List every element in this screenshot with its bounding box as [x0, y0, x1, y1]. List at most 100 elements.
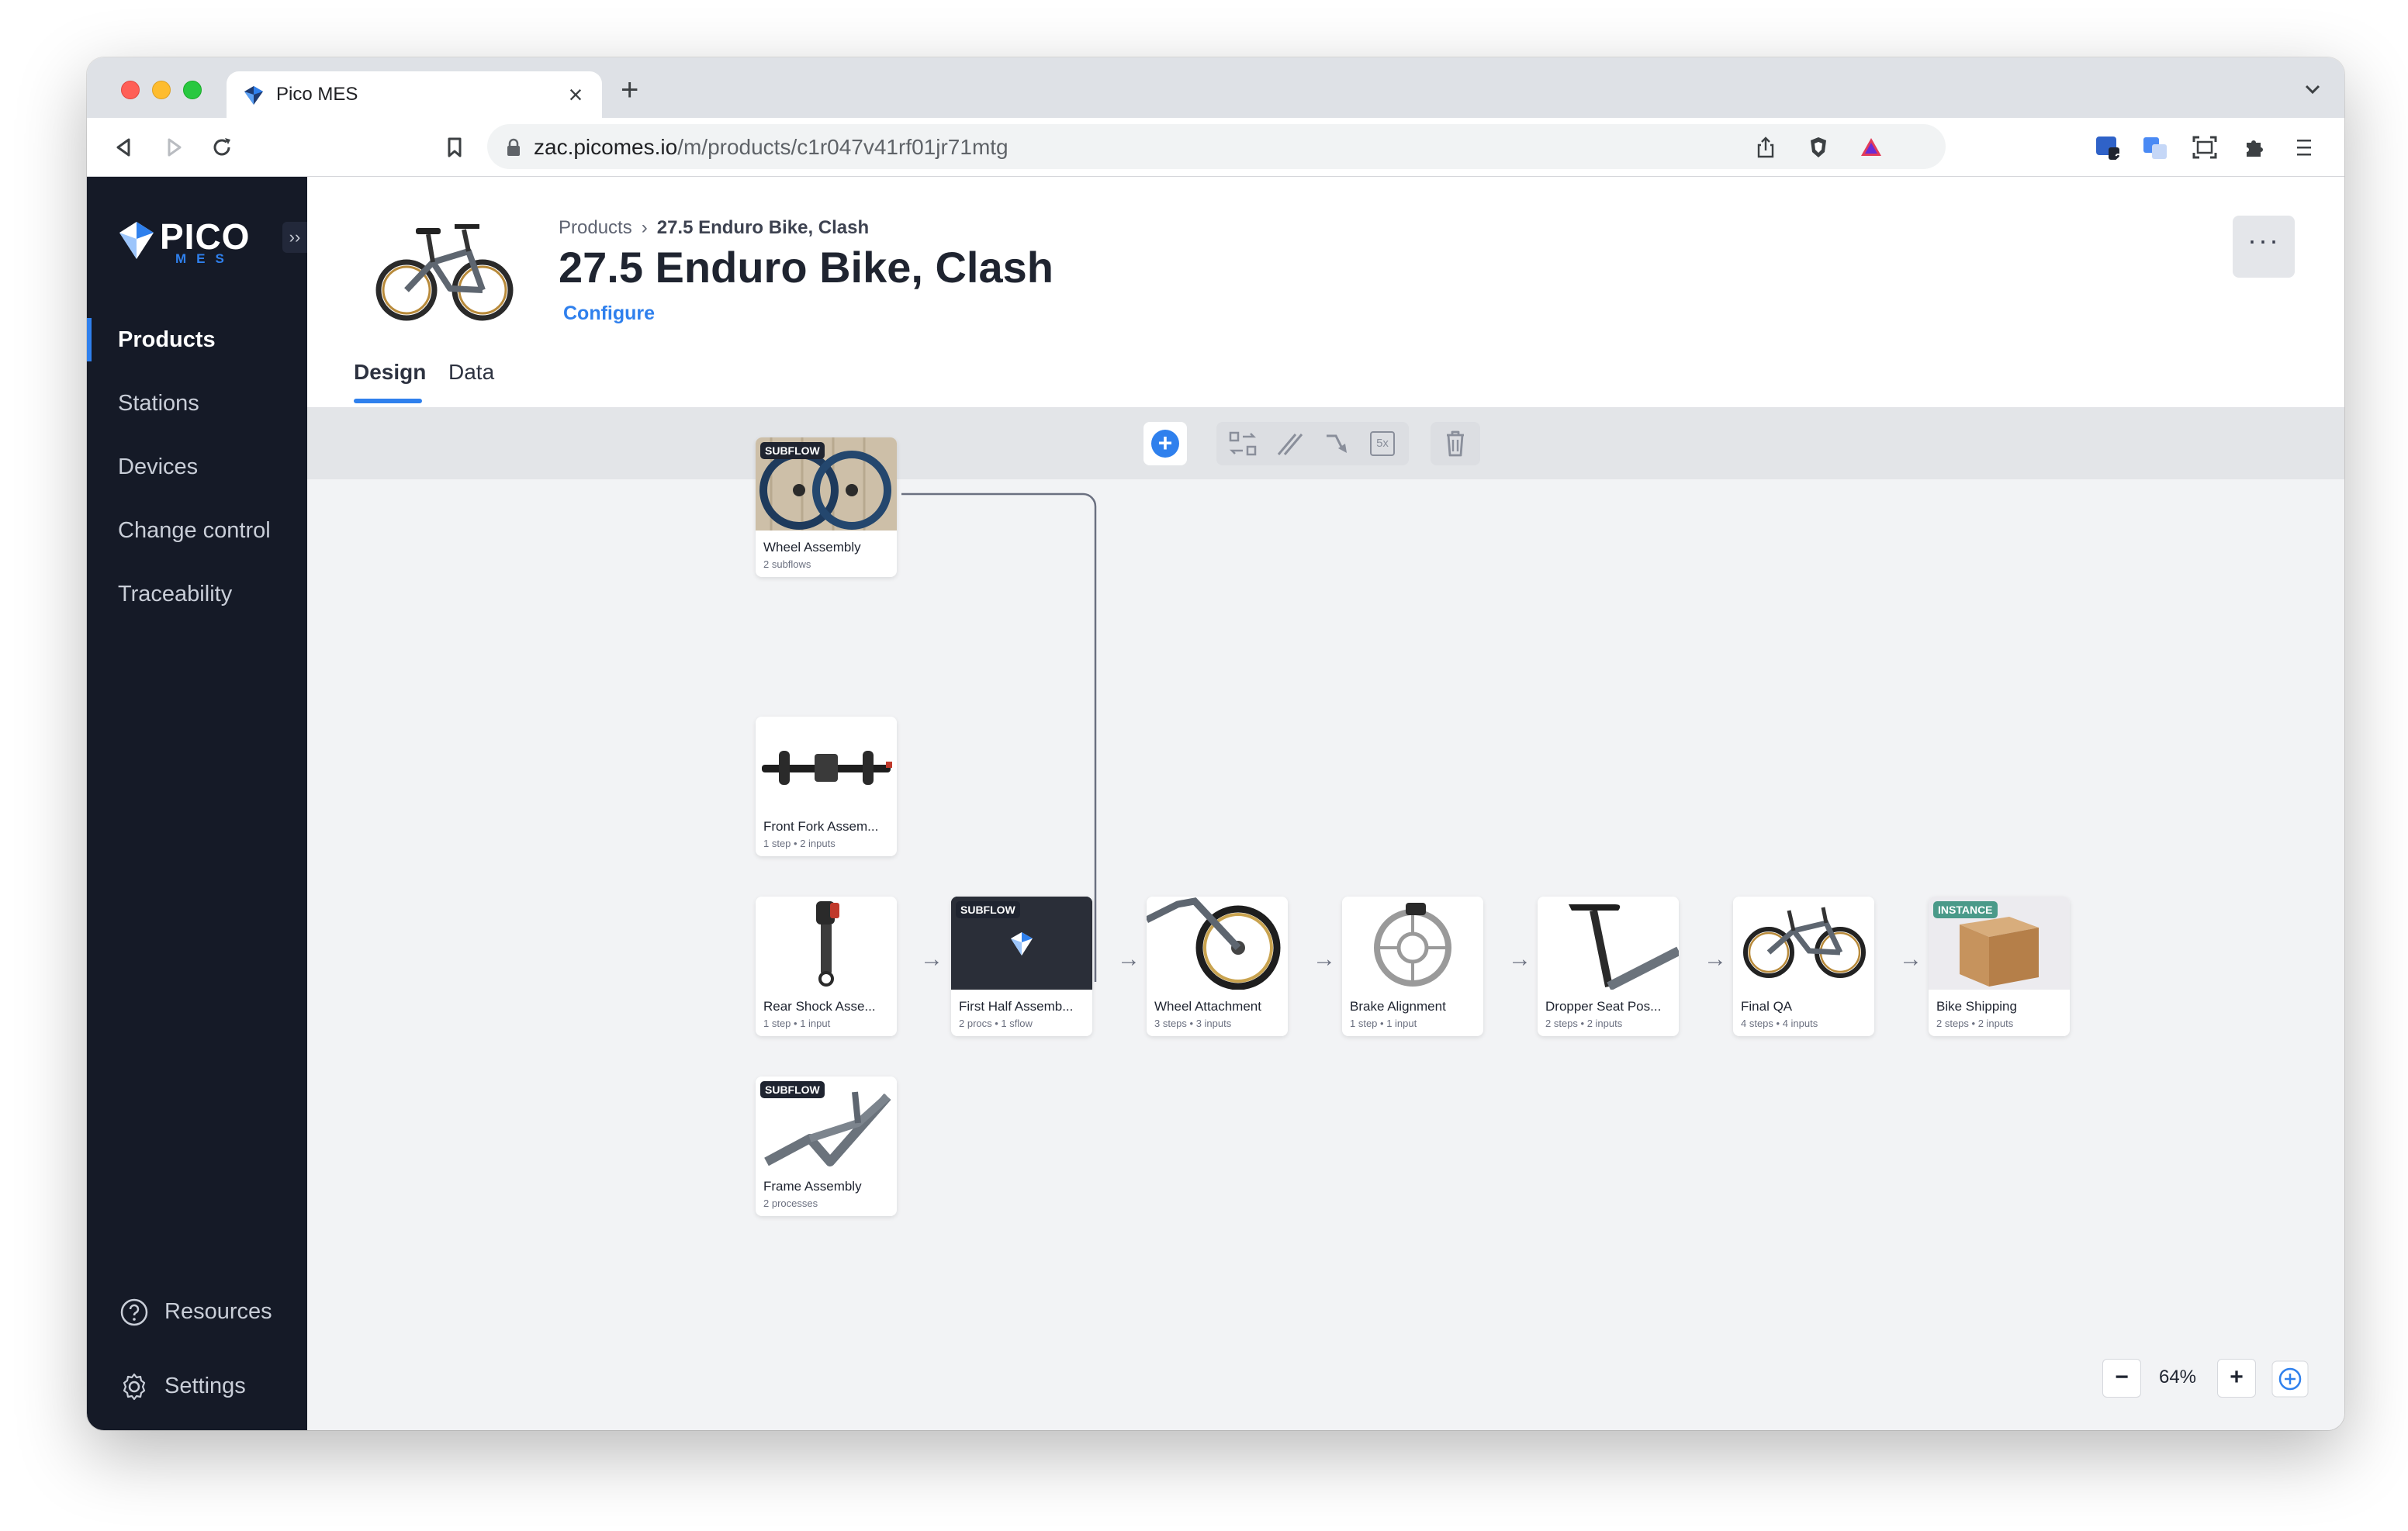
tab-design[interactable]: Design	[354, 360, 427, 384]
fit-view-icon[interactable]	[2271, 1360, 2309, 1398]
screenshot-icon[interactable]	[2191, 133, 2219, 161]
node-image	[1929, 897, 2070, 990]
tab-close-icon[interactable]: ×	[568, 81, 583, 109]
flow-graph: SUBFLOW Wheel Assembly 2 subflows	[307, 408, 2344, 1430]
brave-rewards-icon[interactable]	[1859, 135, 1884, 160]
node-image	[1342, 897, 1483, 990]
brake-rotor-image	[1342, 897, 1483, 990]
node-name: First Half Assemb...	[959, 999, 1074, 1014]
sidebar-resources[interactable]: Resources	[119, 1292, 306, 1331]
node-rear-shock[interactable]: Rear Shock Asse... 1 step • 1 input	[756, 897, 897, 1036]
breadcrumb: Products›27.5 Enduro Bike, Clash	[559, 217, 869, 239]
tab-data[interactable]: Data	[448, 360, 495, 384]
swap-icon[interactable]	[1221, 422, 1265, 465]
maximize-window-button[interactable]	[183, 81, 202, 99]
extension-badge-icon[interactable]	[2093, 133, 2121, 161]
flow-arrow: →	[1508, 946, 1531, 972]
sidebar-item-stations[interactable]: Stations	[118, 391, 199, 416]
bike-image	[1733, 897, 1874, 990]
forward-icon[interactable]	[160, 133, 188, 161]
node-front-fork[interactable]: Front Fork Assem... 1 step • 2 inputs	[756, 717, 897, 856]
zoom-controls: − 64% +	[2102, 1359, 2310, 1399]
address-bar[interactable]: zac.picomes.io/m/products/c1r047v41rf01j…	[487, 124, 1946, 169]
node-name: Front Fork Assem...	[763, 819, 879, 834]
node-first-half-assembly[interactable]: SUBFLOW First Half Assemb... 2 procs • 1…	[951, 897, 1092, 1036]
node-name: Wheel Attachment	[1154, 999, 1261, 1014]
node-name: Dropper Seat Pos...	[1545, 999, 1662, 1014]
menu-icon[interactable]	[2290, 133, 2318, 161]
node-meta: 1 step • 2 inputs	[763, 838, 836, 849]
node-meta: 2 steps • 2 inputs	[1936, 1018, 2014, 1029]
plus-icon: +	[1151, 430, 1179, 458]
configure-link[interactable]: Configure	[563, 302, 656, 324]
close-window-button[interactable]	[121, 81, 140, 99]
branch-icon[interactable]	[1314, 422, 1358, 465]
flow-canvas[interactable]: + 5x	[307, 408, 2344, 1430]
sidebar-settings[interactable]: Settings	[119, 1367, 306, 1405]
tab-title: Pico MES	[276, 84, 358, 105]
flow-arrow: →	[1117, 946, 1140, 972]
breadcrumb-current: 27.5 Enduro Bike, Clash	[656, 217, 870, 238]
sidebar-item-devices[interactable]: Devices	[118, 454, 199, 479]
active-tab-indicator	[354, 399, 422, 403]
page-title: 27.5 Enduro Bike, Clash	[559, 243, 1054, 292]
zoom-level: 64%	[2158, 1367, 2197, 1388]
more-options-button[interactable]: ···	[2233, 216, 2295, 278]
reload-icon[interactable]	[208, 133, 236, 161]
back-icon[interactable]	[110, 133, 138, 161]
node-frame-assembly[interactable]: SUBFLOW Frame Assembly 2 processes	[756, 1077, 897, 1216]
zoom-out-button[interactable]: −	[2102, 1359, 2141, 1398]
node-meta: 2 steps • 2 inputs	[1545, 1018, 1623, 1029]
node-meta: 3 steps • 3 inputs	[1154, 1018, 1232, 1029]
wheel-attachment-image	[1147, 897, 1288, 990]
share-icon[interactable]	[1753, 135, 1778, 160]
node-final-qa[interactable]: Final QA 4 steps • 4 inputs	[1733, 897, 1874, 1036]
settings-label: Settings	[164, 1374, 246, 1398]
node-name: Wheel Assembly	[763, 540, 861, 555]
brave-shield-icon[interactable]	[1806, 135, 1831, 160]
tab-strip: Pico MES × +	[87, 57, 2344, 118]
trash-icon[interactable]	[1434, 422, 1477, 465]
bookmark-icon[interactable]	[441, 133, 469, 161]
translate-icon[interactable]	[2141, 133, 2169, 161]
node-meta: 2 subflows	[763, 558, 811, 570]
node-meta: 4 steps • 4 inputs	[1741, 1018, 1818, 1029]
zoom-in-button[interactable]: +	[2217, 1359, 2256, 1398]
browser-window: Pico MES × + zac.picomes.io/m/products/c	[87, 57, 2344, 1430]
node-name: Frame Assembly	[763, 1179, 862, 1194]
minimize-window-button[interactable]	[152, 81, 171, 99]
collapse-sidebar-button[interactable]: ››	[282, 222, 307, 253]
node-image	[951, 897, 1092, 990]
sidebar-item-products[interactable]: Products	[87, 318, 307, 361]
app: PICO MES ›› Products Stations Devices Ch…	[87, 177, 2344, 1430]
logo-text: PICO	[160, 216, 251, 257]
logo-gem-icon	[119, 222, 154, 259]
tab-search-chevron-icon[interactable]	[2301, 78, 2324, 101]
shock-image	[756, 897, 897, 990]
logo-subtext: MES	[175, 251, 234, 266]
node-name: Bike Shipping	[1936, 999, 2017, 1014]
node-image	[1147, 897, 1288, 990]
node-meta: 1 step • 1 input	[1350, 1018, 1417, 1029]
seat-post-image	[1538, 897, 1679, 991]
node-meta: 2 procs • 1 sflow	[959, 1018, 1033, 1029]
add-node-button[interactable]: +	[1143, 422, 1187, 465]
subflow-badge: SUBFLOW	[760, 1081, 825, 1098]
breadcrumb-products-link[interactable]: Products	[559, 217, 632, 238]
node-bike-shipping[interactable]: INSTANCE Bike Shipping 2 steps • 2 input…	[1929, 897, 2070, 1036]
browser-tab[interactable]: Pico MES ×	[227, 71, 602, 118]
parallel-icon[interactable]	[1268, 422, 1311, 465]
node-wheel-attachment[interactable]: Wheel Attachment 3 steps • 3 inputs	[1147, 897, 1288, 1036]
extensions-puzzle-icon[interactable]	[2240, 133, 2268, 161]
node-wheel-assembly[interactable]: SUBFLOW Wheel Assembly 2 subflows	[756, 437, 897, 577]
sidebar-item-traceability[interactable]: Traceability	[118, 582, 233, 607]
node-dropper-seat[interactable]: Dropper Seat Pos... 2 steps • 2 inputs	[1538, 897, 1679, 1036]
repeat-button[interactable]: 5x	[1361, 422, 1404, 465]
node-name: Final QA	[1741, 999, 1793, 1014]
flow-arrow: →	[1704, 946, 1727, 972]
delete-group	[1431, 422, 1480, 465]
sidebar-item-change-control[interactable]: Change control	[118, 518, 271, 543]
pico-mes-logo[interactable]: PICO MES	[118, 216, 258, 270]
node-brake-alignment[interactable]: Brake Alignment 1 step • 1 input	[1342, 897, 1483, 1036]
new-tab-button[interactable]: +	[621, 73, 639, 107]
